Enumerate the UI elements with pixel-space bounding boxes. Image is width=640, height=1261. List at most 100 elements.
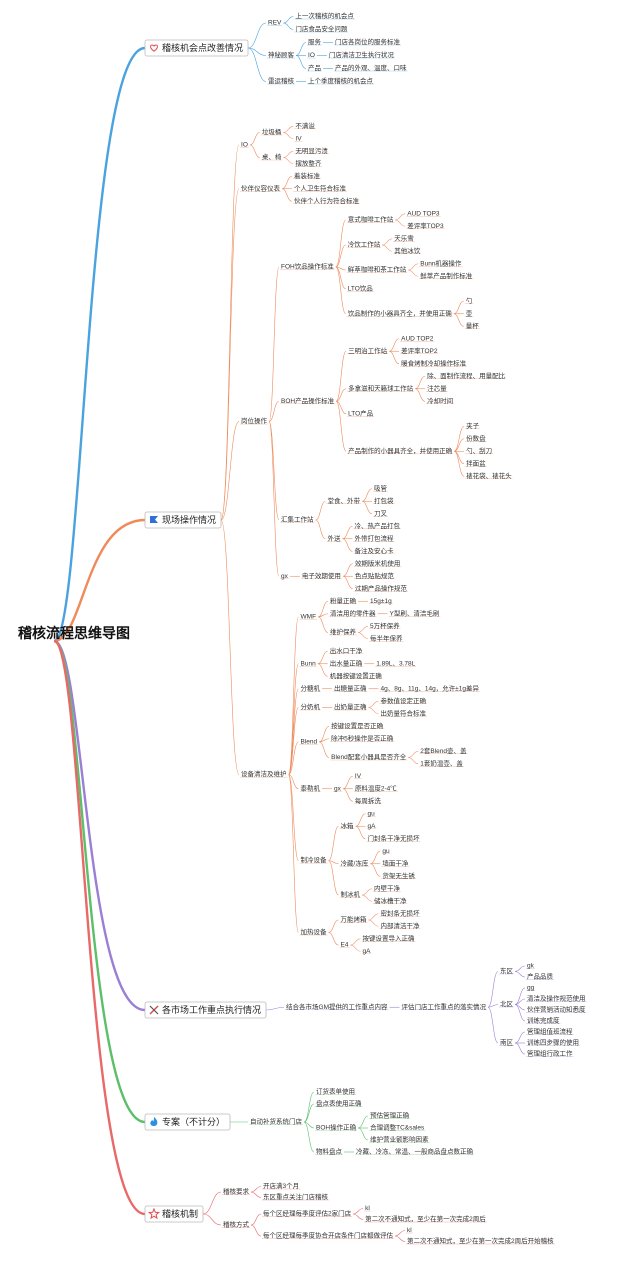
connector-link xyxy=(361,500,373,515)
mind-map-node: 订货表单使用 xyxy=(316,1087,355,1096)
connector-link xyxy=(319,741,330,758)
connector-link xyxy=(317,600,329,618)
mind-map-node: 原料温度2-4℃ xyxy=(355,783,397,792)
connector-link xyxy=(283,22,294,30)
mind-map-node: 除冲5秒操作是否正确 xyxy=(331,733,394,742)
mind-map-node: 训练完成度 xyxy=(527,1016,560,1025)
connector-link xyxy=(394,1230,406,1237)
branch-label: 稽核机制 xyxy=(162,1208,198,1219)
mind-map-node: 管理组行政工作 xyxy=(527,1049,573,1058)
mind-map-node: 外送 xyxy=(328,533,342,542)
mind-map-node: 上一次稽核的机会点 xyxy=(295,11,354,20)
mind-map-node: 自动补货系统门店 xyxy=(250,1117,303,1126)
connector-link xyxy=(202,1213,222,1226)
mind-map-node: 货架无生锈 xyxy=(382,871,415,880)
mind-map-node: 门店清洁卫生执行状况 xyxy=(329,50,395,59)
mind-map-node: 打包袋 xyxy=(374,496,394,505)
connector-link xyxy=(288,707,299,775)
connector-link xyxy=(335,244,346,268)
connector-link xyxy=(358,632,369,640)
connector-link xyxy=(361,888,373,896)
connector-link xyxy=(514,1004,526,1022)
mind-map-node: 冷、热产品打包 xyxy=(355,521,401,530)
connector-link xyxy=(335,266,346,271)
mind-map-node: 第二次不通知式，至少在第一次完成2周后 xyxy=(365,1214,486,1223)
branch-node: 各市场工作重点执行情况 xyxy=(144,1001,267,1019)
connector-link xyxy=(250,1213,262,1226)
mind-map-node: 出奶量符合标准 xyxy=(381,708,427,717)
connector-link xyxy=(336,388,347,402)
mind-map-node: 粉量正确 xyxy=(330,596,357,605)
mind-map-node: gk xyxy=(527,963,535,970)
connector-link xyxy=(514,965,526,972)
connector-link xyxy=(342,525,353,540)
connector-link xyxy=(355,825,366,840)
mind-map-node: 产品品质 xyxy=(527,972,554,981)
star-icon xyxy=(147,1207,161,1220)
mind-map-node: 泰勒机 xyxy=(301,783,321,792)
branch-label: 专案（不计分） xyxy=(162,1116,225,1127)
mind-map-node: 第二次不通知式，至少在第一次完成2周后开始稽核 xyxy=(407,1236,554,1245)
connector-link xyxy=(358,625,369,633)
mind-map-node: 份数盘 xyxy=(466,433,486,442)
mind-map-node: 量杯 xyxy=(466,321,480,330)
mind-map-node: 拌面盆 xyxy=(466,458,486,467)
connector-link xyxy=(514,987,526,1005)
mind-map-node: IV xyxy=(355,773,362,780)
connector-link xyxy=(487,1006,499,1044)
mind-map-node: 鲜萃咖啡和茶工作站 xyxy=(348,265,407,274)
mind-map-node: 冷藏/冻库 xyxy=(341,858,369,867)
connector-link xyxy=(353,1208,364,1215)
connector-link xyxy=(336,400,347,415)
connector-link xyxy=(453,425,465,452)
mind-map-node: 南区 xyxy=(500,1038,514,1047)
mind-map-node: 内壁干净 xyxy=(374,883,401,892)
mind-map-node: 北区 xyxy=(500,1000,514,1008)
connector-link xyxy=(317,663,328,677)
branch-box xyxy=(144,511,222,529)
connector-link xyxy=(328,825,339,861)
mind-map-node: gu xyxy=(382,848,390,855)
branch-box xyxy=(144,1001,267,1019)
mind-map-node: LTO饮品 xyxy=(348,283,373,292)
mind-map-node: 管理组值班流程 xyxy=(527,1027,573,1036)
mind-map-node: 无明显污渍 xyxy=(295,146,328,155)
connector-link xyxy=(288,774,299,933)
connector-link xyxy=(342,775,353,790)
mind-map-node: 密封条无损坏 xyxy=(381,908,421,917)
connector-link xyxy=(288,741,299,775)
mind-map-node: WMF xyxy=(301,613,317,620)
mind-map-node: gx xyxy=(281,573,289,580)
mind-map-node: 门封条干净无损坏 xyxy=(368,833,421,842)
mind-map-node: 冰箱 xyxy=(341,821,355,830)
mind-map-node: 三明治工作站 xyxy=(348,346,388,355)
connector-link xyxy=(266,1006,285,1011)
connector-link xyxy=(315,500,326,521)
mind-map-node: 冷却时间 xyxy=(427,396,453,405)
connector-link xyxy=(335,350,347,402)
connector-link xyxy=(283,132,294,140)
mind-map-node: 不满溢 xyxy=(295,121,315,130)
root-node: 稽核流程思维导图 xyxy=(18,625,130,641)
connector-link xyxy=(358,1115,369,1129)
mind-map-node: 产品制作的小器具齐全，并使用正确 xyxy=(348,446,453,455)
mind-map-node: 15g±1g xyxy=(370,598,392,605)
connector-link xyxy=(328,932,339,946)
connector-link xyxy=(487,1004,499,1008)
connector-link xyxy=(303,1121,315,1153)
mind-map-node: 伙伴仪容仪表 xyxy=(241,183,281,192)
mind-map-node: 个人卫生符合标准 xyxy=(294,183,347,192)
connector-link xyxy=(514,1031,526,1044)
mind-map-node: 天乐雪 xyxy=(394,233,414,242)
mind-map-node: 雷运稽核 xyxy=(268,76,295,85)
connector-link xyxy=(247,22,267,49)
connector-link xyxy=(335,266,347,315)
mind-map-node: 稽核方式 xyxy=(223,1220,250,1229)
mind-map-node: 开店满3个月 xyxy=(263,1181,299,1190)
connector-link xyxy=(250,1224,262,1237)
connector-link xyxy=(370,850,381,865)
mind-map-node: 出糖量正确 xyxy=(334,683,367,692)
connector-link xyxy=(315,519,326,540)
connector-link xyxy=(268,266,280,422)
mind-map-node: 维护保养 xyxy=(330,627,357,636)
